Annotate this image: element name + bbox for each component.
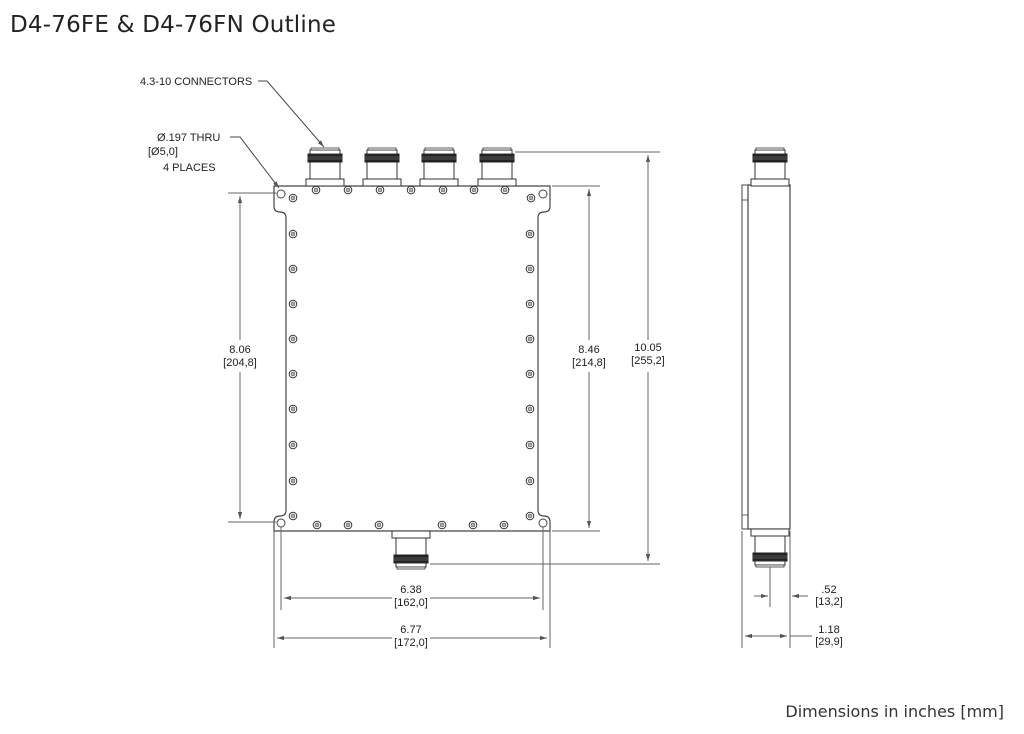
connectors-callout: 4.3-10 CONNECTORS xyxy=(140,76,252,88)
side-view xyxy=(741,147,791,568)
dim-total-height-mm: [255,2] xyxy=(631,355,665,367)
hole-callout-line2: [Ø5,0] xyxy=(148,146,178,158)
dim-total-height-in: 10.05 xyxy=(634,342,662,354)
dim-overall-width-in: 6.77 xyxy=(400,624,421,636)
page-title: D4-76FE & D4-76FN Outline xyxy=(10,12,337,38)
callout-leaders xyxy=(230,80,325,189)
side-dimension-lines xyxy=(741,531,812,648)
hole-callout-line3: 4 PLACES xyxy=(163,162,216,174)
dim-hole-spacing-in: 6.38 xyxy=(400,584,421,596)
dim-overall-width-mm: [172,0] xyxy=(394,637,428,649)
dim-depth-mm: [29,9] xyxy=(815,636,843,648)
units-footnote: Dimensions in inches [mm] xyxy=(785,702,1004,721)
dim-connector-offset-in: .52 xyxy=(821,584,836,596)
dim-body-height-in: 8.06 xyxy=(229,344,250,356)
dim-overall-body-height-mm: [214,8] xyxy=(572,357,606,369)
dimension-lines xyxy=(228,151,660,648)
front-view xyxy=(273,147,551,570)
dim-overall-body-height-in: 8.46 xyxy=(578,344,599,356)
dim-body-height-mm: [204,8] xyxy=(223,357,257,369)
dim-hole-spacing-mm: [162,0] xyxy=(394,597,428,609)
dim-connector-offset-mm: [13,2] xyxy=(815,596,843,608)
hole-callout-line1: Ø.197 THRU xyxy=(157,132,220,144)
dim-depth-in: 1.18 xyxy=(818,624,839,636)
